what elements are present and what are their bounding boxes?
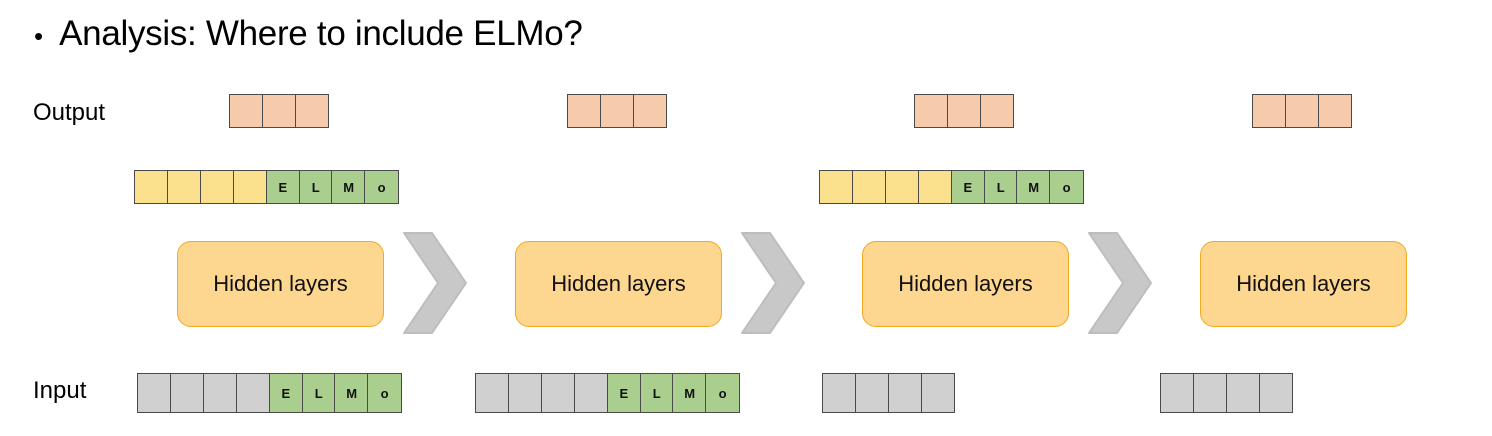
output-row-cell [1317, 94, 1353, 128]
elmo-cell-l: L [639, 373, 675, 413]
output-row-cell [228, 94, 264, 128]
intermediate-row-cell [884, 170, 920, 204]
input-row-cell [137, 373, 172, 413]
hidden-layers-label: Hidden layers [898, 271, 1033, 296]
output-row-cell [599, 94, 635, 128]
output-row-col2 [566, 94, 668, 128]
intermediate-row-cell [134, 170, 169, 204]
elmo-cell-e: E [606, 373, 642, 413]
input-row-cell [1225, 373, 1261, 413]
input-row-cell [1192, 373, 1228, 413]
elmo-cell-e: E [268, 373, 304, 413]
input-row-cell [169, 373, 205, 413]
input-row-col3 [822, 373, 956, 413]
input-row-cell [854, 373, 890, 413]
row-label-input: Input [33, 377, 87, 404]
elmo-cell-l: L [983, 170, 1019, 204]
hidden-layers-label: Hidden layers [551, 271, 686, 296]
input-row-cell [507, 373, 543, 413]
intermediate-row-cell [819, 170, 854, 204]
intermediate-row-cell [851, 170, 887, 204]
input-row-cell [1160, 373, 1195, 413]
elmo-cell-o: o [367, 373, 402, 413]
intermediate-row-cell [199, 170, 235, 204]
hidden-layers-label: Hidden layers [1236, 271, 1371, 296]
elmo-cell-m: M [672, 373, 707, 413]
hidden-layers-box-col2: Hidden layers [515, 241, 722, 327]
output-row-cell [261, 94, 297, 128]
input-row-cell [540, 373, 576, 413]
output-row-col1 [228, 94, 330, 128]
elmo-cell-e: E [265, 170, 301, 204]
input-row-cell [202, 373, 238, 413]
output-row-cell [913, 94, 949, 128]
output-row-cell [632, 94, 668, 128]
output-row-cell [566, 94, 602, 128]
elmo-cell-e: E [950, 170, 986, 204]
elmo-cell-l: L [298, 170, 334, 204]
elmo-cell-o: o [364, 170, 399, 204]
hidden-layers-label: Hidden layers [213, 271, 348, 296]
elmo-cell-m: M [331, 170, 366, 204]
row-label-output: Output [33, 99, 106, 126]
elmo-cell-m: M [1016, 170, 1051, 204]
output-row-cell [1284, 94, 1320, 128]
input-row-col4 [1160, 373, 1294, 413]
output-row-col4 [1251, 94, 1353, 128]
input-row-cell [475, 373, 510, 413]
input-row-cell [822, 373, 857, 413]
input-row-cell [887, 373, 923, 413]
input-row-cell [235, 373, 271, 413]
chevron-right-icon-3 [1087, 231, 1153, 335]
elmo-cell-o: o [705, 373, 740, 413]
intermediate-row-cell [917, 170, 953, 204]
input-row-cell [920, 373, 956, 413]
output-row-cell [1251, 94, 1287, 128]
slide-title-row: • Analysis: Where to include ELMo? [34, 14, 583, 53]
bullet-icon: • [34, 21, 44, 51]
elmo-cell-l: L [301, 373, 337, 413]
elmo-cell-m: M [334, 373, 369, 413]
chevron-right-icon-1 [402, 231, 468, 335]
intermediate-row-cell [166, 170, 202, 204]
intermediate-row-cell [232, 170, 268, 204]
output-row-cell [946, 94, 982, 128]
hidden-layers-box-col3: Hidden layers [862, 241, 1069, 327]
hidden-layers-box-col4: Hidden layers [1200, 241, 1407, 327]
input-row-cell [1258, 373, 1294, 413]
hidden-layers-box-col1: Hidden layers [177, 241, 384, 327]
input-row-cell [573, 373, 609, 413]
chevron-right-icon-2 [740, 231, 806, 335]
output-row-cell [294, 94, 330, 128]
output-row-cell [979, 94, 1015, 128]
elmo-cell-o: o [1049, 170, 1084, 204]
page-title: Analysis: Where to include ELMo? [59, 14, 583, 53]
output-row-col3 [913, 94, 1015, 128]
